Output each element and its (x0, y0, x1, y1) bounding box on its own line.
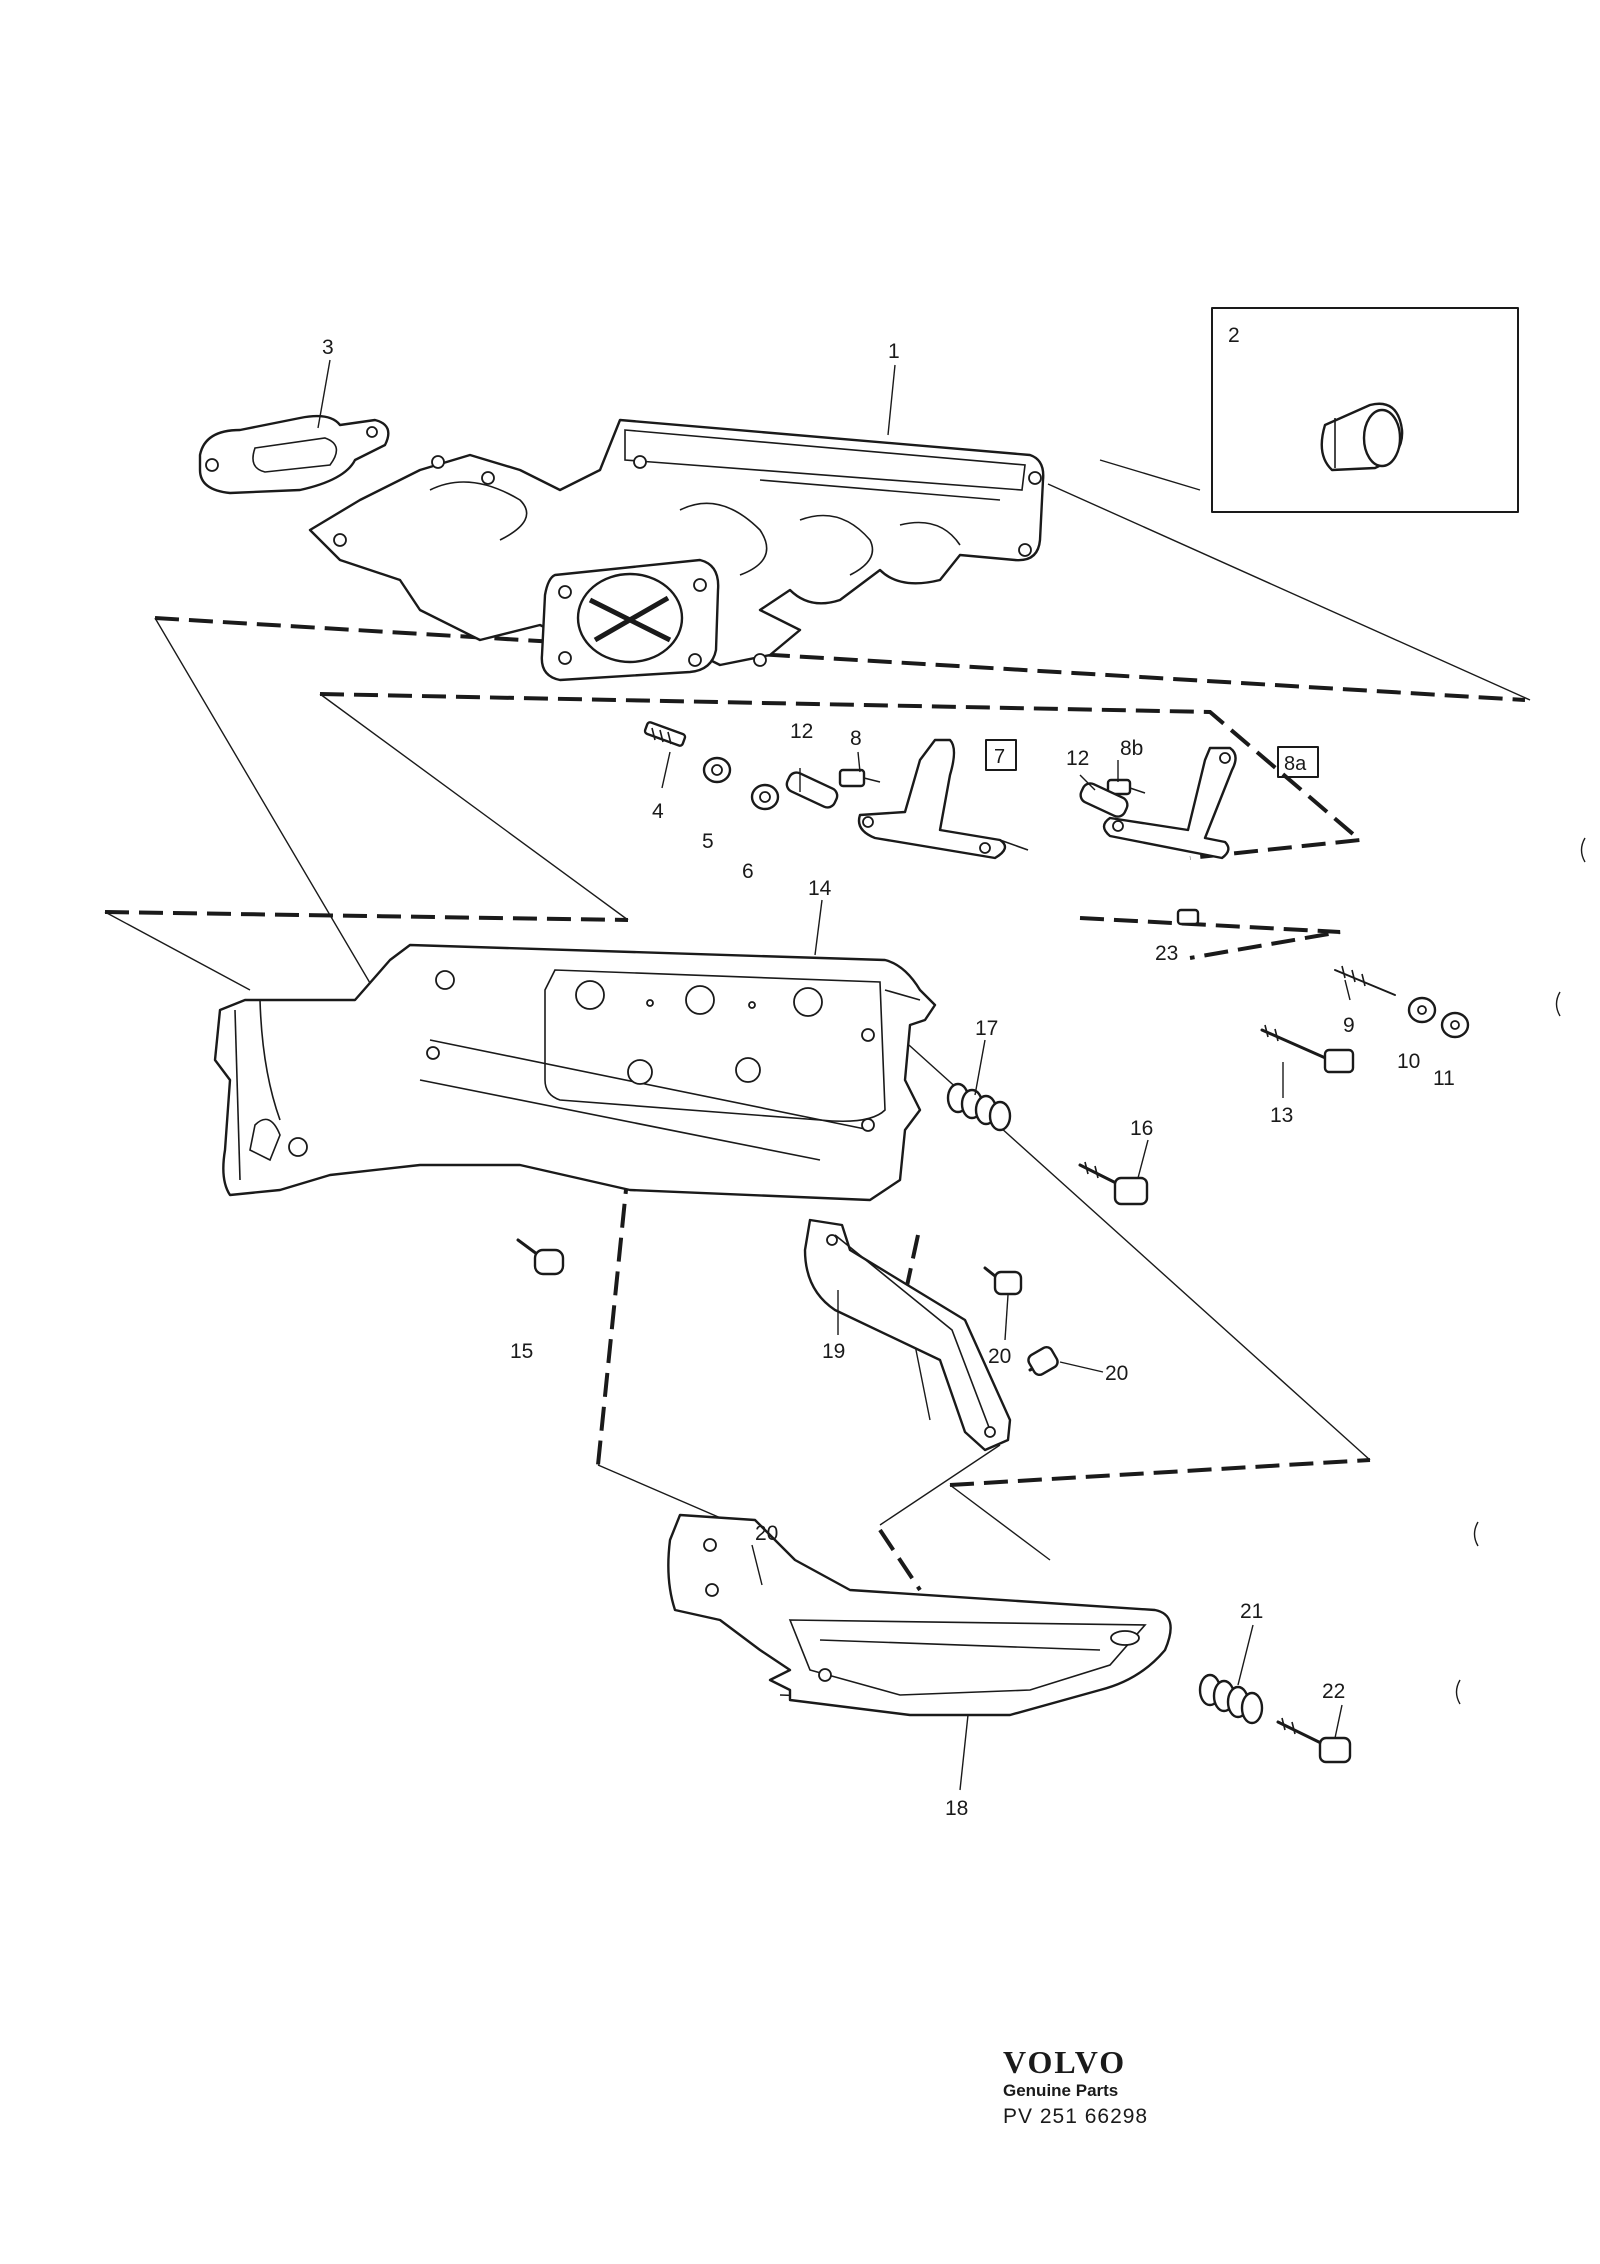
callout-19: 19 (822, 1340, 845, 1363)
brand-subtitle: Genuine Parts (1003, 2081, 1119, 2100)
leader-lines (317, 359, 1351, 1791)
callout-15: 15 (510, 1340, 533, 1363)
bolt-15 (516, 1238, 565, 1276)
callout-4: 4 (652, 800, 664, 823)
callout-20-lower: 20 (755, 1522, 778, 1545)
callout-17: 17 (975, 1017, 998, 1040)
spacer-12b (1079, 782, 1129, 818)
nut-icon (702, 756, 780, 811)
heat-shield-icon (213, 943, 937, 1202)
callout-20-right: 20 (1105, 1362, 1128, 1385)
washer-icon (946, 1082, 1012, 1132)
bolt-22 (1276, 1717, 1352, 1764)
part-code: PV 251 66298 (1003, 2105, 1149, 2128)
callout-2: 2 (1228, 324, 1240, 347)
callout-11: 11 (1433, 1067, 1455, 1090)
exhaust-manifold-icon (308, 418, 1045, 682)
bolt-13 (1260, 1024, 1355, 1074)
callout-8a: 8a (1284, 753, 1307, 775)
callout-5: 5 (702, 830, 714, 853)
brand-block: VOLVO Genuine Parts PV 251 66298 (1003, 2045, 1263, 2131)
washer-10-11 (1407, 996, 1470, 1039)
callout-14: 14 (808, 877, 832, 900)
stud-4 (643, 721, 687, 747)
bracket-7 (857, 738, 1029, 860)
callout-labels: 1 2 3 4 5 6 7 8 8a 8b 9 10 11 12 12 13 1… (322, 324, 1455, 1820)
callout-20-upper: 20 (988, 1345, 1011, 1368)
callout-12-right: 12 (1066, 747, 1089, 770)
margin-marks (1455, 837, 1586, 1705)
plug-icon (1320, 402, 1404, 472)
bolt-16 (1078, 1161, 1149, 1206)
bolt-9 (1334, 965, 1396, 996)
callout-8: 8 (850, 727, 862, 750)
gasket-icon (198, 414, 390, 495)
callout-22: 22 (1322, 1680, 1345, 1703)
bracket-19 (803, 1218, 1012, 1452)
callout-7-box (985, 739, 1017, 771)
callout-3: 3 (322, 336, 334, 359)
callout-8a-box (1277, 746, 1319, 778)
callout-13: 13 (1270, 1104, 1293, 1127)
callout-12-left: 12 (790, 720, 813, 743)
bolt-icon (838, 768, 1200, 926)
callout-7: 7 (994, 746, 1005, 768)
callout-23: 23 (1155, 942, 1178, 965)
volvo-logo: VOLVO (1003, 2044, 1127, 2080)
callout-6: 6 (742, 860, 754, 883)
inset-box-part-2 (1211, 307, 1519, 513)
washer-21 (1198, 1673, 1264, 1725)
lower-heat-shield-18 (667, 1513, 1172, 1717)
callout-21: 21 (1240, 1600, 1263, 1623)
bracket-8a (1102, 746, 1237, 860)
callout-9: 9 (1343, 1014, 1355, 1037)
spacer-12a (785, 771, 839, 809)
callout-16: 16 (1130, 1117, 1153, 1140)
callout-1: 1 (888, 340, 900, 363)
callout-10: 10 (1397, 1050, 1420, 1073)
callout-18: 18 (945, 1797, 968, 1820)
callout-8b: 8b (1120, 737, 1143, 760)
